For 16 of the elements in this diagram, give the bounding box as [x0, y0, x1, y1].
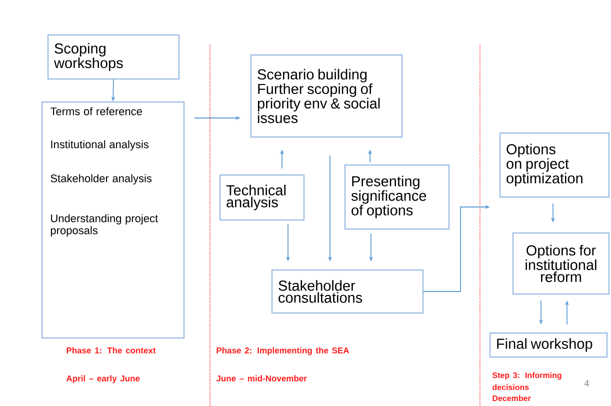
phase-label: Phase 2: Implementing the SEA	[216, 347, 350, 356]
process-box: Terms of reference Institutional analysis Stakeholder analysis Understanding project proposals	[42, 102, 184, 338]
phase-label: December	[492, 395, 531, 402]
process-box: Scoping workshops	[48, 34, 180, 80]
phase-label: April – early June	[66, 375, 140, 384]
process-box: Options for institutional reform	[512, 232, 610, 294]
phase-label: Phase 1: The context	[66, 347, 156, 354]
page-number: 4	[584, 380, 589, 386]
process-box: Final workshop	[490, 332, 608, 358]
process-box: Scenario building Further scoping of priority env & social issues	[250, 54, 402, 138]
phase-label: Step 3: Informing decisions	[492, 372, 562, 390]
process-box: Technical analysis	[220, 174, 304, 220]
process-box: Stakeholder consultations	[272, 270, 424, 314]
process-box: Presenting significance of options	[344, 164, 450, 230]
process-box: Options on project optimization	[500, 132, 610, 198]
phase-label: June – mid-November	[216, 375, 307, 382]
